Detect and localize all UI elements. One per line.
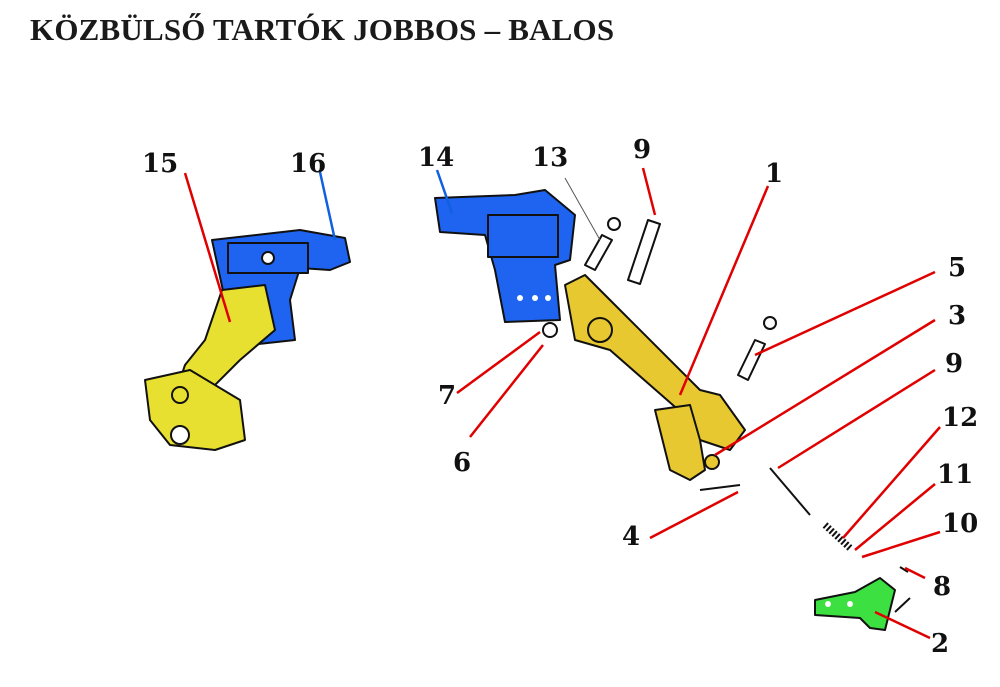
drawing-shape — [861, 530, 941, 559]
drawing-shape — [171, 386, 189, 404]
rod-9-top — [627, 219, 661, 285]
label-15: 15 — [142, 149, 178, 179]
label-14: 14 — [418, 143, 454, 173]
page-title: KÖZBÜLSŐ TARTÓK JOBBOS – BALOS — [30, 12, 615, 47]
drawing-shape — [847, 601, 853, 607]
drawing-shape — [517, 295, 523, 301]
label-11: 11 — [937, 460, 973, 490]
drawing-shape — [487, 214, 559, 258]
washer-7 — [542, 322, 558, 338]
label-13: 13 — [532, 143, 568, 173]
label-12: 12 — [942, 403, 978, 433]
drawing-shape — [170, 425, 190, 445]
drawing-shape — [469, 344, 544, 438]
drawing-shape — [777, 368, 936, 470]
drawing-shape — [587, 317, 613, 343]
yellow-clamp — [144, 369, 246, 451]
green-plate-2 — [814, 577, 911, 631]
drawing-shape — [545, 295, 551, 301]
left-bracket-assembly — [144, 229, 351, 451]
drawing-shape — [678, 185, 770, 396]
drawing-shape — [874, 610, 931, 640]
label-9-top: 9 — [633, 135, 651, 165]
label-8: 8 — [933, 572, 951, 602]
drawing-shape — [318, 171, 337, 241]
drawing-shape — [183, 172, 232, 323]
label-10: 10 — [942, 509, 978, 539]
drawing-shape — [904, 566, 926, 580]
leader-lines — [183, 167, 941, 640]
nut-5 — [763, 316, 777, 330]
split-pin-8 — [899, 566, 909, 573]
label-2: 2 — [931, 629, 949, 659]
rod-9 — [769, 467, 811, 516]
pin-4 — [699, 484, 741, 491]
label-4: 4 — [622, 522, 640, 552]
drawing-shape — [714, 318, 936, 457]
drawing-shape — [825, 601, 831, 607]
main-arm-1 — [564, 274, 746, 481]
label-16: 16 — [290, 149, 326, 179]
drawing-shape — [564, 274, 746, 451]
drawing-shape — [456, 330, 541, 395]
label-1: 1 — [765, 159, 783, 189]
drawing-shape — [654, 404, 706, 481]
drawing-shape — [261, 251, 275, 265]
drawing-shape — [641, 167, 657, 216]
part-numbers: 15 16 14 13 9 1 5 3 9 12 7 6 11 10 4 8 2 — [142, 135, 978, 659]
pin-13 — [584, 234, 613, 271]
drawing-shape — [649, 490, 739, 540]
label-7: 7 — [438, 381, 456, 411]
drawing-shape — [842, 426, 941, 539]
label-5: 5 — [948, 253, 966, 283]
drawing-shape — [894, 597, 911, 613]
small-parts — [542, 217, 909, 573]
label-6: 6 — [453, 448, 471, 478]
drawing-shape — [854, 483, 936, 551]
blue-bracket-14 — [434, 189, 576, 323]
nut-13 — [607, 217, 621, 231]
drawing-shape — [564, 177, 601, 241]
label-9: 9 — [945, 349, 963, 379]
drawing-shape — [704, 454, 720, 470]
spring-12 — [822, 522, 853, 551]
pin-5 — [737, 339, 766, 381]
drawing-shape — [814, 577, 896, 631]
drawing-shape — [754, 270, 936, 357]
label-3: 3 — [948, 301, 966, 331]
drawing-shape — [532, 295, 538, 301]
drawing-shape — [435, 169, 454, 214]
